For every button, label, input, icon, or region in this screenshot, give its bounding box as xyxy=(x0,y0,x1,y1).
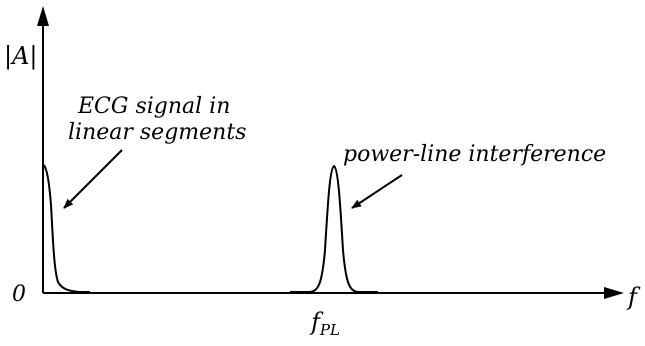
ecg-pointer-arrow xyxy=(63,149,123,209)
ecg-label-line1: ECG signal in xyxy=(77,94,230,119)
origin-label: 0 xyxy=(12,282,26,307)
fpl-label: fPL xyxy=(309,308,340,339)
powerline-peak-curve xyxy=(290,164,378,293)
fpl-label-subscript: PL xyxy=(319,321,340,339)
y-axis-label: |A| xyxy=(4,42,38,71)
ecg-signal-curve xyxy=(43,164,90,293)
powerline-pointer-arrow xyxy=(351,174,403,209)
x-axis-label: f xyxy=(626,283,641,311)
powerline-label: power-line interference xyxy=(343,142,606,167)
y-axis-arrowhead xyxy=(37,6,49,26)
x-axis-arrowhead xyxy=(604,287,624,299)
ecg-label-line2: linear segments xyxy=(68,120,246,145)
